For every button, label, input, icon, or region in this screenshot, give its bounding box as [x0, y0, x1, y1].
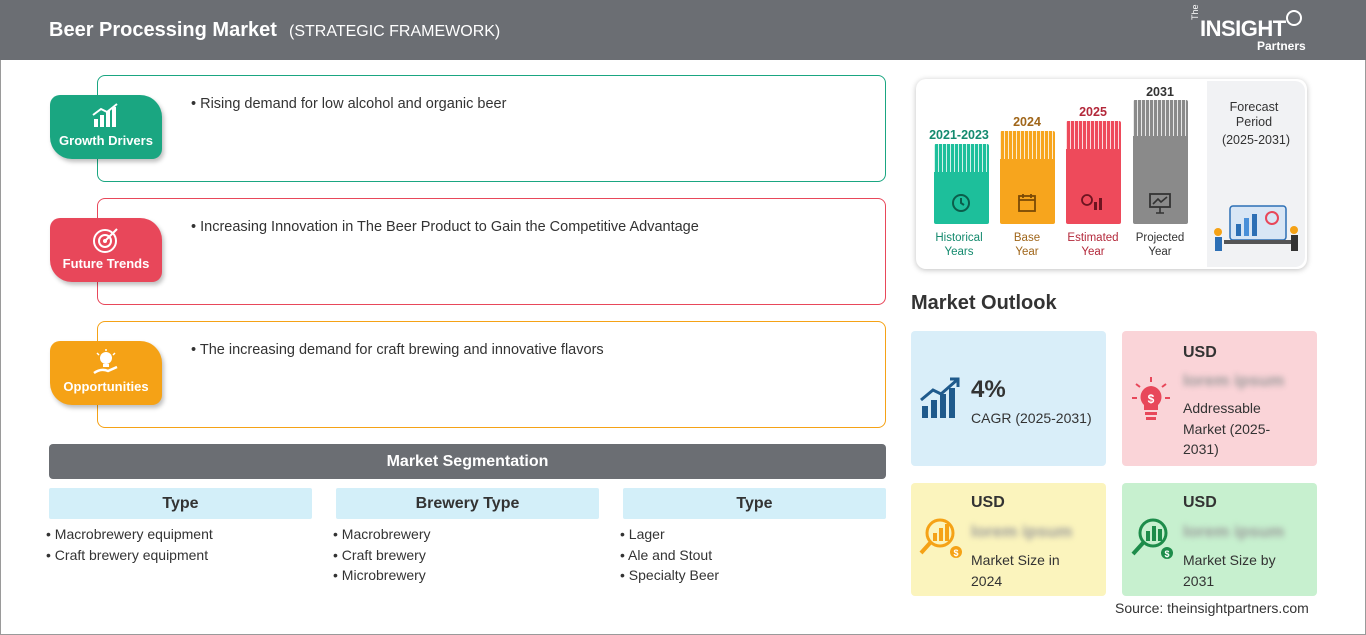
timeline-label-base-1: Base	[1013, 232, 1041, 244]
addressable-market-card: $ USD lorem ipsum Addressable Market (20…	[1122, 331, 1317, 466]
list-item: Macrobrewery	[333, 526, 431, 547]
timeline-label-historical-2: Years	[944, 246, 974, 258]
cagr-card: 4% CAGR (2025-2031)	[911, 331, 1106, 466]
calendar-icon	[1018, 194, 1036, 212]
timeline-year-base: 2024	[1013, 115, 1041, 129]
future-trends-badge: Future Trends	[50, 218, 162, 282]
svg-text:$: $	[1148, 392, 1155, 406]
size-2024-desc-2: 2024	[971, 572, 1003, 589]
list-item: Craft brewery	[333, 547, 431, 568]
timeline-label-projected-1: Projected	[1135, 232, 1185, 244]
future-trends-text: Increasing Innovation in The Beer Produc…	[191, 219, 699, 235]
timeline-label-historical-1: Historical	[935, 232, 983, 244]
segment-list-type-2: Lager Ale and Stout Specialty Beer	[620, 526, 719, 588]
forecast-range: (2025-2031)	[1221, 133, 1291, 147]
segment-heading-brewery-type: Brewery Type	[336, 488, 599, 519]
addressable-desc-1: Addressable	[1183, 400, 1261, 416]
segment-list-type: Macrobrewery equipment Craft brewery equ…	[46, 526, 213, 567]
insight-partners-logo[interactable]: The INSIGHT Partners	[1190, 4, 1310, 54]
bar-stripes	[1066, 121, 1121, 149]
timeline-bar-projected	[1133, 100, 1188, 224]
analytics-people-icon	[1214, 205, 1298, 251]
page-subtitle: (STRATEGIC FRAMEWORK)	[289, 23, 501, 40]
chart-search-icon: $	[1131, 518, 1173, 559]
timeline-bar-estimated	[1066, 121, 1121, 224]
svg-text:$: $	[1164, 549, 1169, 559]
segment-heading-type-2: Type	[623, 488, 886, 519]
timeline-year-estimated: 2025	[1079, 105, 1107, 119]
addressable-value: lorem ipsum	[1183, 371, 1285, 390]
addressable-desc-2: Market (2025-	[1183, 420, 1271, 437]
logo-prefix: The	[1190, 4, 1200, 20]
logo-ring-icon	[1286, 10, 1302, 26]
svg-text:$: $	[953, 548, 958, 558]
future-trends-box: Increasing Innovation in The Beer Produc…	[97, 198, 886, 305]
size-2024-usd: USD	[971, 494, 1005, 511]
growth-chart-icon	[920, 377, 960, 418]
list-item: Specialty Beer	[620, 567, 719, 588]
opportunities-text: The increasing demand for craft brewing …	[191, 342, 604, 358]
bar-stripes	[1000, 131, 1055, 159]
list-item: Lager	[620, 526, 719, 547]
history-clock-icon	[952, 194, 970, 212]
list-item: Ale and Stout	[620, 547, 719, 568]
growth-drivers-text: Rising demand for low alcohol and organi…	[191, 96, 506, 112]
market-segmentation-bar: Market Segmentation	[49, 444, 886, 479]
market-size-2031-card: $ USD lorem ipsum Market Size by 2031	[1122, 483, 1317, 596]
addressable-desc-3: 2031)	[1183, 441, 1219, 457]
money-search-icon: $	[919, 518, 962, 558]
timeline-label-projected-2: Year	[1148, 246, 1172, 258]
bar-stripes	[934, 144, 989, 172]
bar-chart-icon	[92, 103, 118, 127]
size-2031-desc-1: Market Size by	[1183, 552, 1276, 568]
opportunities-box: The increasing demand for craft brewing …	[97, 321, 886, 428]
timeline-bar-base	[1000, 131, 1055, 224]
size-2031-value: lorem ipsum	[1183, 522, 1285, 541]
growth-drivers-badge: Growth Drivers	[50, 95, 162, 159]
list-item: Macrobrewery equipment	[46, 526, 213, 547]
forecast-label-2: Period	[1235, 115, 1273, 129]
growth-drivers-label: Growth Drivers	[59, 133, 153, 148]
forecast-label-1: Forecast	[1229, 100, 1279, 114]
bar-stripes	[1133, 100, 1188, 136]
target-icon	[93, 228, 118, 253]
addressable-usd: USD	[1183, 344, 1217, 361]
timeline-bar-historical	[934, 144, 989, 224]
timeline-label-estimated-1: Estimated	[1067, 232, 1119, 244]
size-2024-value: lorem ipsum	[971, 522, 1073, 541]
list-item: Craft brewery equipment	[46, 547, 213, 568]
cagr-label: CAGR (2025-2031)	[971, 410, 1092, 426]
opportunities-badge: Opportunities	[50, 341, 162, 405]
logo-main: INSIGHT	[1200, 16, 1286, 41]
growth-drivers-box: Rising demand for low alcohol and organi…	[97, 75, 886, 182]
size-2024-desc-1: Market Size in	[971, 552, 1060, 568]
cagr-value: 4%	[971, 376, 1006, 403]
logo-sub: Partners	[1257, 39, 1306, 53]
size-2031-desc-2: 2031	[1183, 572, 1215, 589]
lightbulb-hand-icon	[93, 349, 118, 375]
segment-list-brewery-type: Macrobrewery Craft brewery Microbrewery	[333, 526, 431, 588]
opportunities-label: Opportunities	[63, 379, 149, 394]
size-2031-usd: USD	[1183, 494, 1217, 511]
market-size-2024-card: $ USD lorem ipsum Market Size in 2024	[911, 483, 1106, 596]
gear-chart-icon	[1081, 194, 1102, 210]
list-item: Microbrewery	[333, 567, 431, 588]
page-title: Beer Processing Market	[49, 19, 277, 41]
presentation-icon	[1149, 193, 1171, 214]
segment-heading-type: Type	[49, 488, 312, 519]
timeline-year-historical: 2021-2023	[929, 128, 989, 142]
future-trends-label: Future Trends	[62, 256, 150, 271]
source-text: Source: theinsightpartners.com	[1115, 600, 1309, 616]
header-bar: Beer Processing Market (STRATEGIC FRAMEW…	[0, 0, 1366, 60]
timeline-label-estimated-2: Year	[1081, 246, 1105, 258]
timeline-label-base-2: Year	[1015, 246, 1039, 258]
market-outlook-title: Market Outlook	[911, 292, 1057, 314]
lightbulb-dollar-icon: $	[1132, 377, 1170, 420]
timeline-year-projected: 2031	[1146, 85, 1174, 99]
